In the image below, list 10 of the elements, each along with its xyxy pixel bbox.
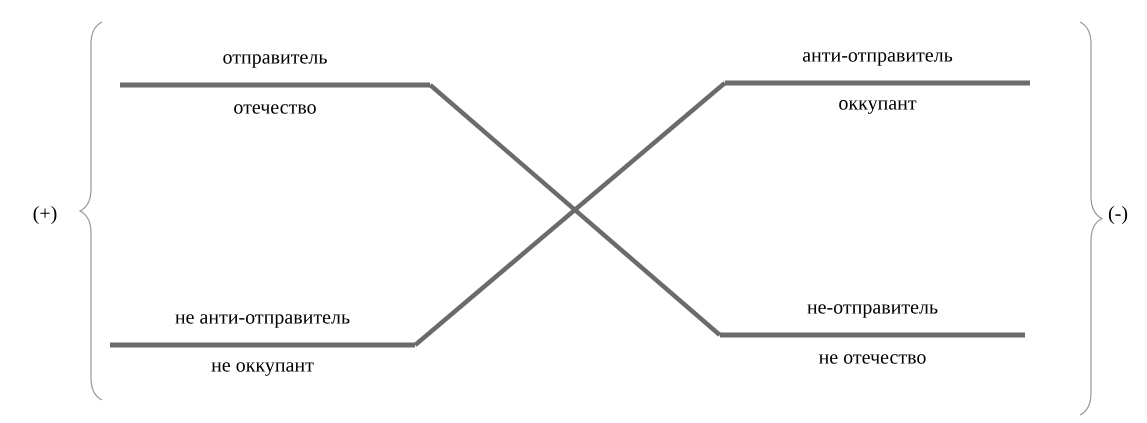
sign-label: (+) [33,205,57,225]
sign-label: (-) [1108,205,1128,225]
bar-label-above: не-отправитель [807,304,938,318]
bar-label-below: оккупант [839,100,917,114]
bar-label-below: отечество [234,104,316,114]
bar-label-above: анти-отправитель [802,52,953,66]
bar-label-above: не анти-отправитель [175,314,350,328]
bar-label-below: не отечество [819,354,926,364]
bar-label-above: отправитель [223,54,327,68]
bar-label-below: не оккупант [211,362,314,376]
